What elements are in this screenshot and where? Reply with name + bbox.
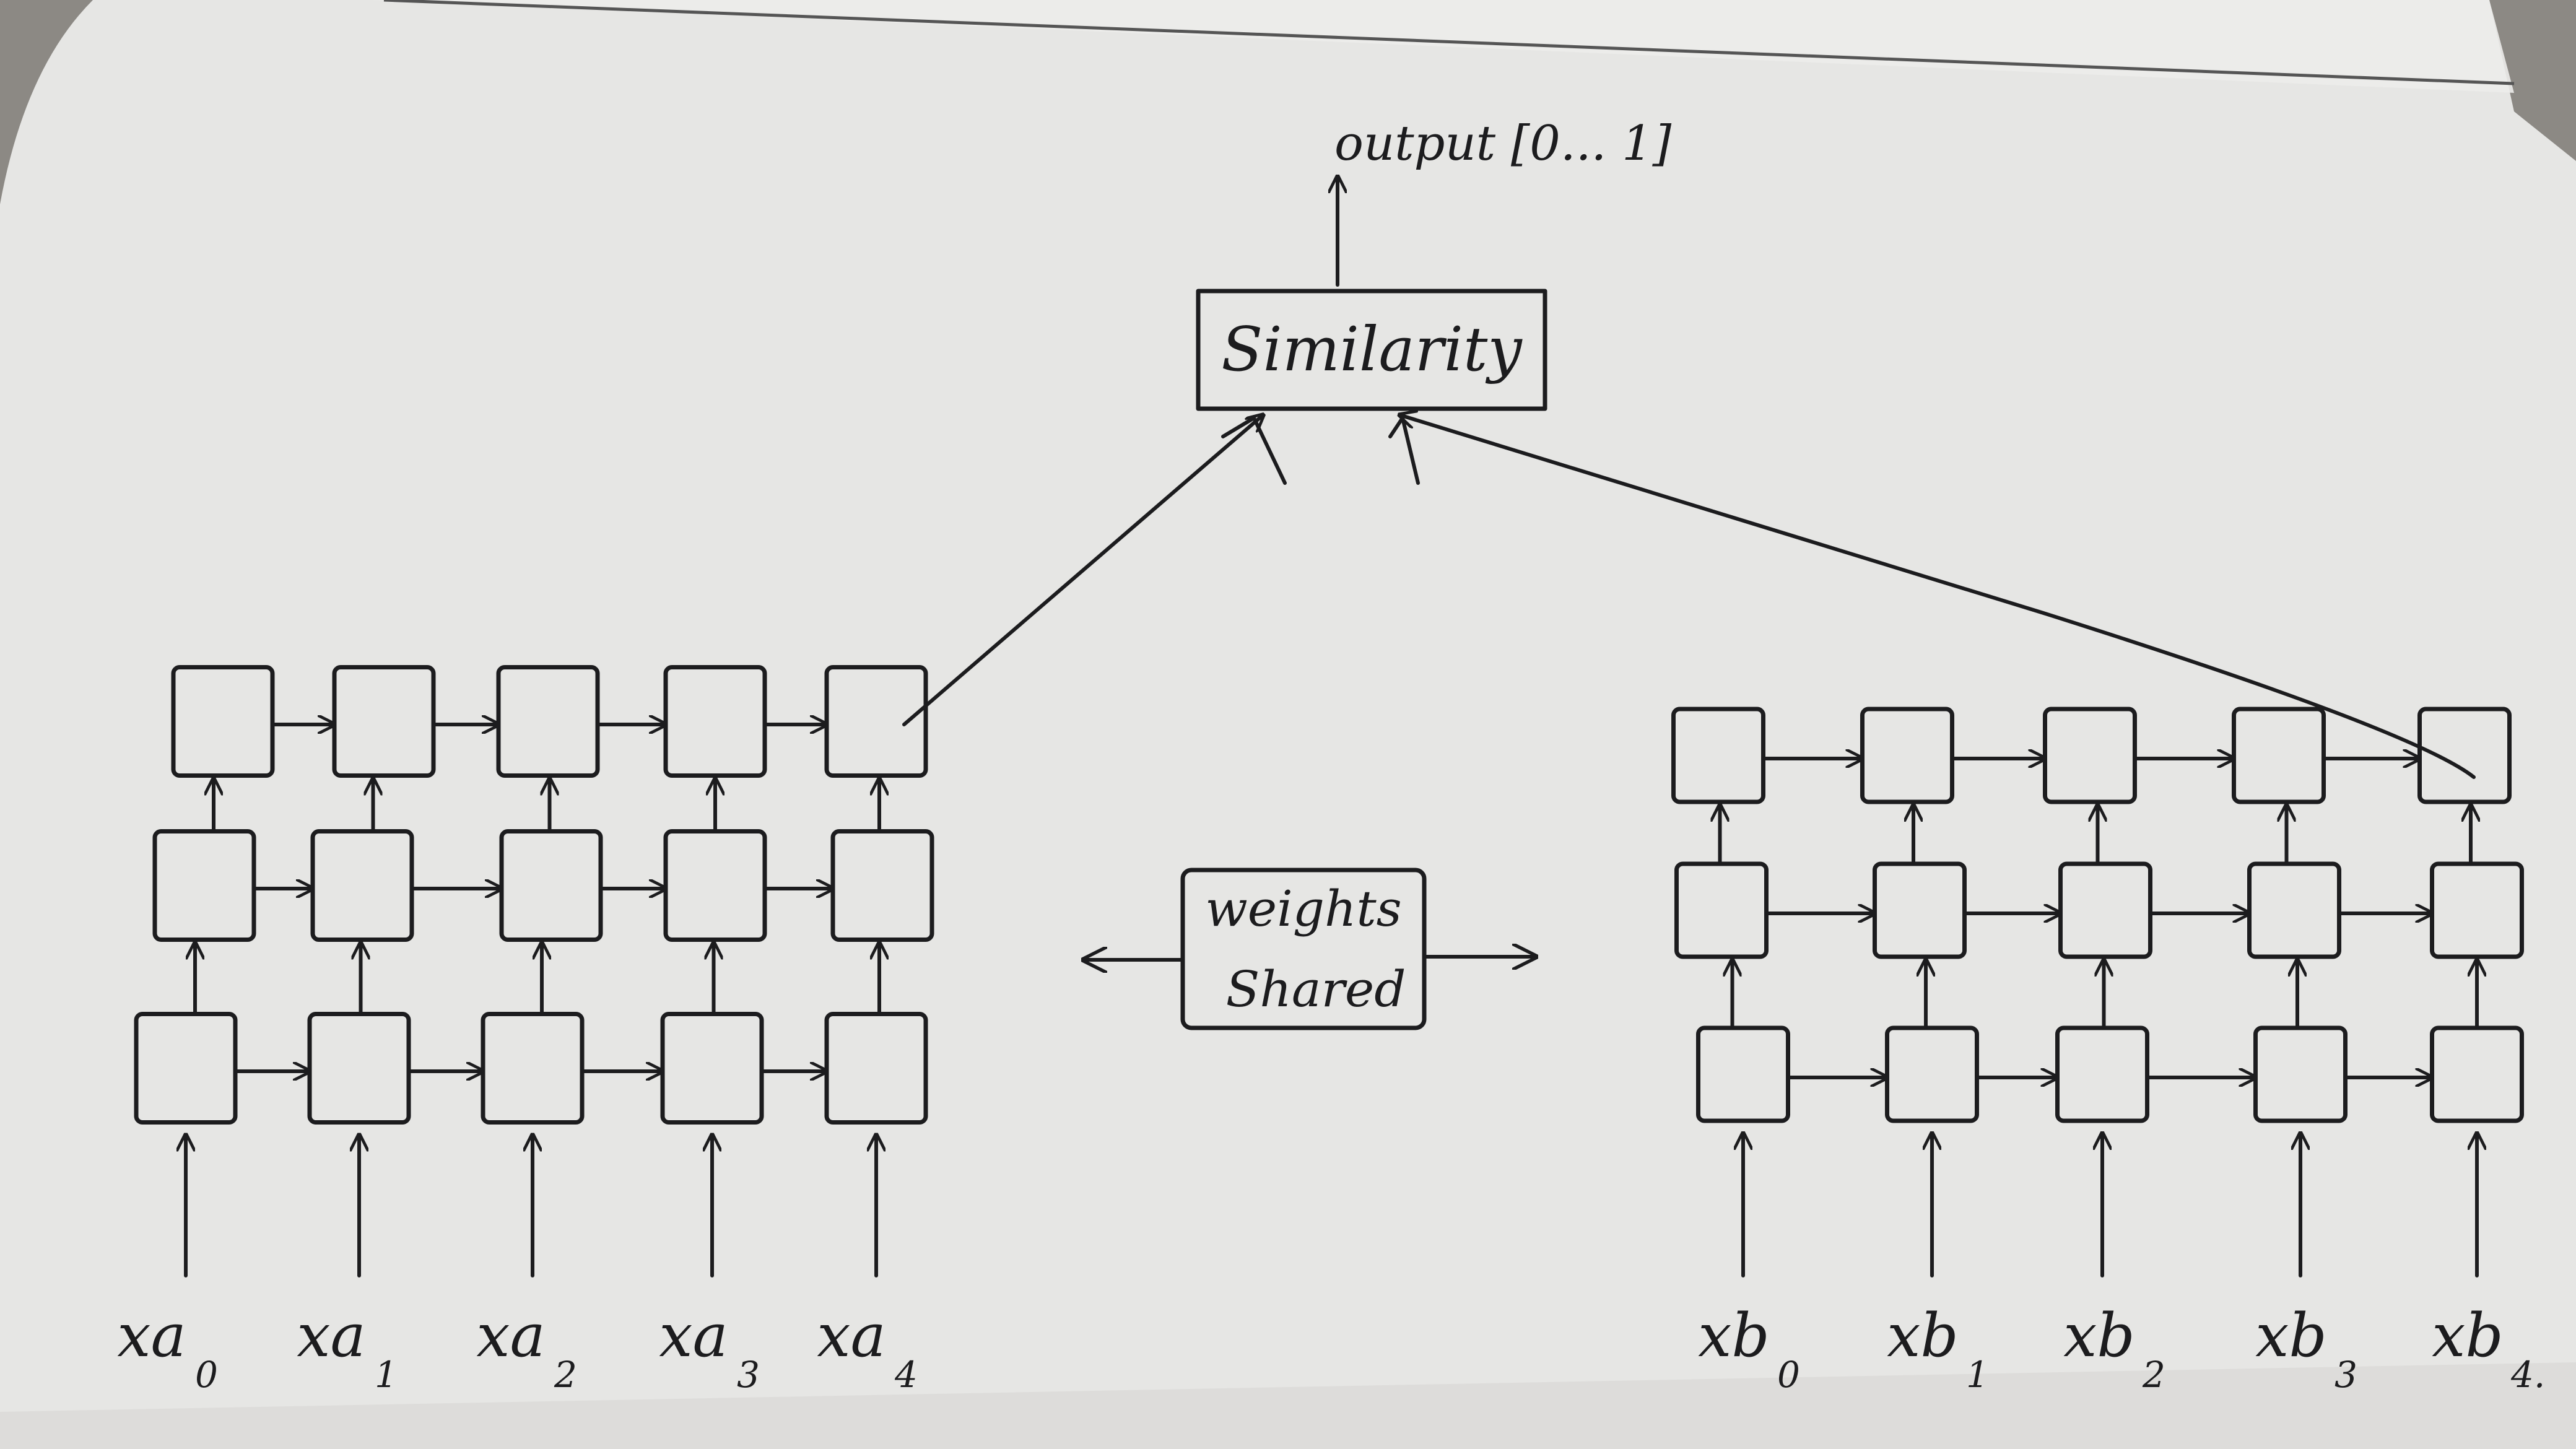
right-rnn-cell-l3-t4 [2417,707,2512,804]
right-input-subscript-3: 3 [2334,1354,2357,1396]
right-rnn-cell-l3-t3 [2232,707,2326,804]
left-rnn-cell-l1-t4 [824,1012,928,1125]
right-rnn-cell-l3-t2 [2043,707,2137,804]
similarity-box [1196,289,1547,411]
page-shadow [0,1362,2576,1449]
right-rnn-cell-l1-t1 [1885,1025,1979,1123]
left-input-subscript-1: 1 [375,1354,398,1396]
right-input-label-2: xb [2063,1301,2135,1370]
left-input-label-4: xa [817,1301,886,1370]
left-rnn-cell-l2-t0 [152,829,256,942]
left-rnn-cell-l1-t2 [481,1012,585,1125]
right-rnn-cell-l3-t0 [1671,707,1765,804]
left-rnn-cell-l3-t1 [332,665,436,778]
left-rnn-cell-l3-t4 [824,665,928,778]
similarity-label: Similarity [1221,315,1523,385]
left-input-label-1: xa [297,1301,365,1370]
right-input-subscript-1: 1 [1966,1354,1989,1396]
right-input-tick [1388,416,1420,485]
right-input-label-0: xb [1698,1301,1770,1370]
right-input-subscript-4: 4. [2510,1354,2545,1396]
right-rnn-stack [1671,707,2524,1277]
right-input-label-4: xb [2432,1301,2504,1370]
right-rnn-cell-l1-t0 [1696,1025,1790,1123]
page-fold-line [383,0,2515,85]
left-input-subscript-3: 3 [737,1354,760,1396]
left-input-label-3: xa [659,1301,728,1370]
left-encoding-line [902,415,1263,726]
weights-label: weights [1205,880,1401,938]
left-rnn-cell-l3-t0 [171,665,275,778]
left-rnn-cell-l2-t1 [310,829,414,942]
right-input-subscript-0: 0 [1777,1354,1800,1396]
left-rnn-stack [134,665,934,1277]
left-input-subscript-4: 4 [894,1354,918,1396]
left-rnn-cell-l3-t2 [496,665,600,778]
left-rnn-cell-l2-t4 [830,829,934,942]
output-label: output [0... 1] [1334,116,1672,172]
right-rnn-cell-l3-t1 [1860,707,1954,804]
left-input-subscript-0: 0 [195,1354,218,1396]
left-input-tick [1221,416,1287,485]
upper-page-edge [372,0,2514,93]
right-rnn-cell-l2-t3 [2247,861,2341,959]
right-input-label-1: xb [1887,1301,1959,1370]
weights-shared-box [1180,868,1427,1030]
right-input-label-3: xb [2255,1301,2327,1370]
left-input-label-0: xa [117,1301,186,1370]
right-input-subscript-2: 2 [2142,1354,2165,1396]
left-rnn-cell-l1-t0 [134,1012,238,1125]
left-input-label-2: xa [476,1301,545,1370]
right-rnn-cell-l2-t1 [1873,861,1967,959]
right-rnn-cell-l1-t3 [2253,1025,2348,1123]
right-rnn-cell-l2-t4 [2430,861,2524,959]
left-input-subscript-2: 2 [554,1354,577,1396]
right-rnn-cell-l2-t2 [2058,861,2152,959]
shared-label: Shared [1226,960,1406,1018]
left-rnn-cell-l3-t3 [663,665,767,778]
right-encoding-line [1399,415,2476,779]
